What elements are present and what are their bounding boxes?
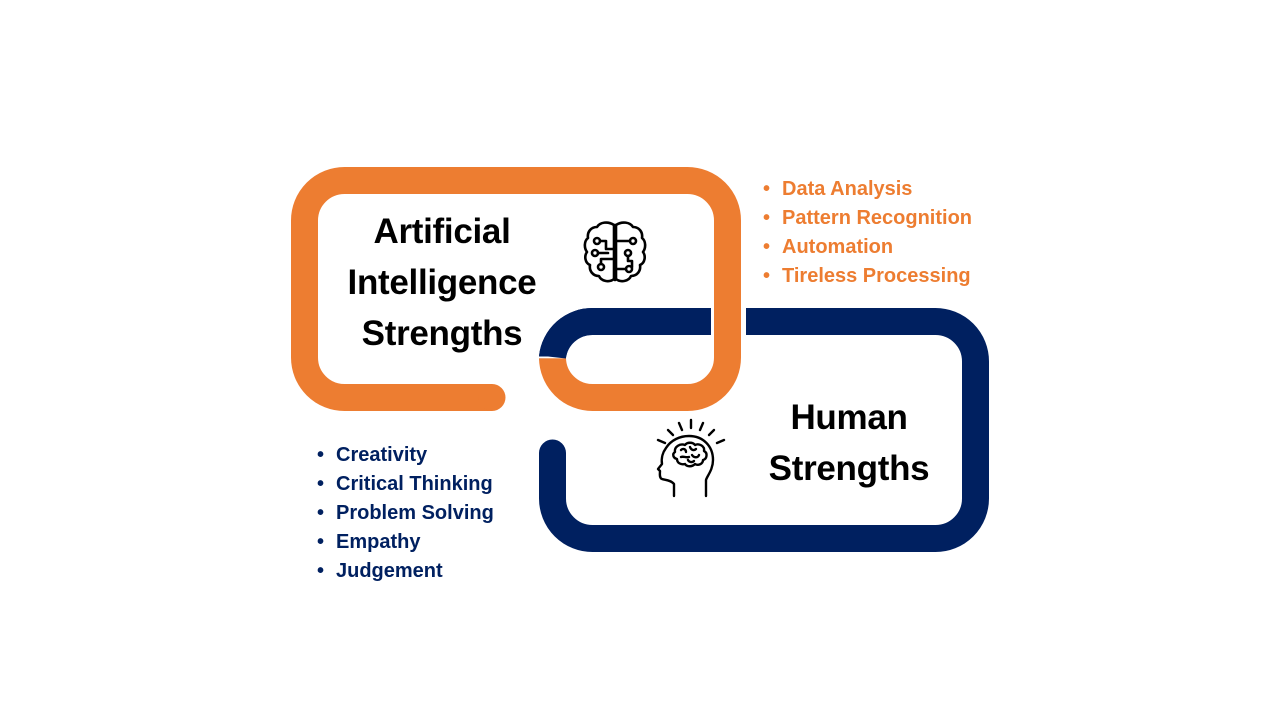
human-heading-line-2: Strengths (768, 449, 930, 488)
bullet-icon: • (317, 560, 325, 582)
list-item: •Tireless Processing (763, 262, 972, 291)
ai-strengths-list: •Data Analysis •Pattern Recognition •Aut… (763, 175, 972, 291)
bullet-icon: • (317, 531, 325, 553)
ai-heading-line-2: Intelligence (347, 263, 537, 302)
bullet-icon: • (317, 502, 325, 524)
human-strengths-heading: Human Strengths (739, 392, 959, 494)
human-heading-line-1: Human (790, 398, 908, 437)
human-strengths-list: •Creativity •Critical Thinking •Problem … (317, 441, 494, 586)
ai-heading-line-3: Strengths (361, 314, 523, 353)
list-item: •Judgement (317, 557, 494, 586)
circuit-brain-icon (583, 221, 647, 283)
bullet-icon: • (763, 207, 771, 229)
bullet-icon: • (763, 178, 771, 200)
ai-strengths-heading: Artificial Intelligence Strengths (322, 206, 562, 359)
list-item: •Data Analysis (763, 175, 972, 204)
list-item: •Empathy (317, 528, 494, 557)
bullet-icon: • (317, 473, 325, 495)
bullet-icon: • (763, 265, 771, 287)
list-item: •Pattern Recognition (763, 204, 972, 233)
list-item: •Creativity (317, 441, 494, 470)
ai-heading-line-1: Artificial (373, 212, 511, 251)
ai-link-frame (291, 167, 741, 411)
list-item: •Problem Solving (317, 499, 494, 528)
human-head-brain-icon (656, 418, 726, 498)
bullet-icon: • (317, 444, 325, 466)
bullet-icon: • (763, 236, 771, 258)
list-item: •Critical Thinking (317, 470, 494, 499)
list-item: •Automation (763, 233, 972, 262)
